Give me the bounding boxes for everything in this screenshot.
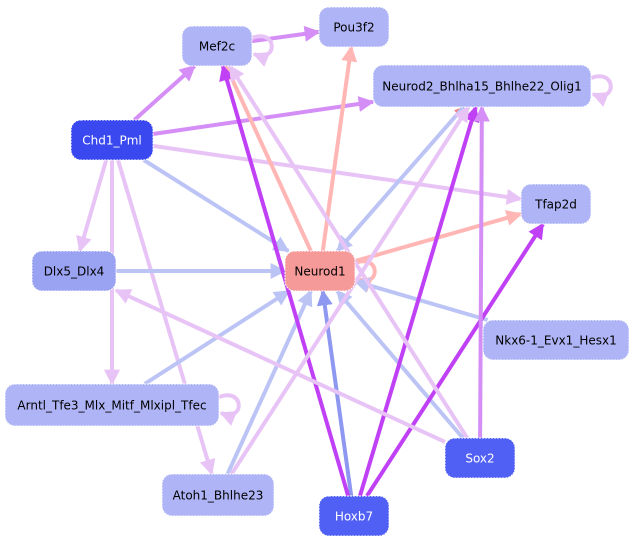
edge-mef2c-to-pou3f2 [251, 25, 321, 44]
node-box [161, 473, 275, 517]
edge-neurod1-to-mef2c [224, 64, 313, 252]
node-arntl[interactable]: Arntl_Tfe3_Mlx_Mitf_Mlxipl_Tfec [4, 383, 220, 427]
node-label: Neurod2_Bhlha15_Bhlhe22_Olig1 [382, 80, 581, 94]
node-label: Neurod1 [294, 265, 345, 279]
edge-sox2-to-dlx5 [114, 288, 446, 444]
node-neurod1[interactable]: Neurod1 [284, 250, 356, 292]
edge-chd1-to-dlx5 [76, 159, 109, 253]
node-label: Dlx5_Dlx4 [44, 265, 105, 279]
edge-chd1-to-tfap2d [152, 143, 523, 205]
node-box [284, 250, 356, 292]
node-label: Hoxb7 [335, 510, 373, 524]
node-label: Arntl_Tfe3_Mlx_Mitf_Mlxipl_Tfec [17, 399, 206, 413]
edge-chd1-to-neurod1 [142, 158, 290, 253]
node-box [31, 250, 117, 292]
node-sox2[interactable]: Sox2 [444, 437, 516, 479]
edge-chd1-to-mef2c [133, 64, 196, 122]
node-pou3f2[interactable]: Pou3f2 [318, 6, 390, 48]
node-mef2c[interactable]: Mef2c [181, 25, 253, 67]
edge-neurod2-to-neurod1 [336, 105, 466, 253]
node-nkx6[interactable]: Nkx6-1_Evx1_Hesx1 [482, 319, 630, 361]
edge-hoxb7-to-tfap2d [365, 222, 545, 498]
edge-arntl-to-arntl [218, 393, 241, 426]
nodes-layer: Mef2c Pou3f2Neurod2_Bhlha15_Bhlhe22_Olig1… [4, 6, 630, 537]
node-box [318, 495, 390, 537]
node-chd1[interactable]: Chd1_Pml [70, 119, 154, 161]
node-label: Sox2 [465, 452, 494, 466]
edge-neurod2-to-neurod2 [590, 74, 613, 107]
node-box [372, 64, 592, 108]
edge-hoxb7-to-neurod2 [358, 105, 480, 497]
node-box [520, 183, 592, 225]
node-label: Chd1_Pml [82, 134, 142, 148]
node-hoxb7[interactable]: Hoxb7 [318, 495, 390, 537]
node-label: Atoh1_Bhlhe23 [173, 489, 264, 503]
edge-chd1-to-atoh1 [116, 159, 216, 476]
node-atoh1[interactable]: Atoh1_Bhlhe23 [161, 473, 275, 517]
edge-nkx6-to-neurod1 [353, 277, 489, 322]
node-box [70, 119, 154, 161]
node-label: Mef2c [199, 40, 235, 54]
edge-sox2-to-neurod2 [473, 105, 490, 439]
node-label: Tfap2d [534, 198, 577, 212]
node-tfap2d[interactable]: Tfap2d [520, 183, 592, 225]
node-neurod2[interactable]: Neurod2_Bhlha15_Bhlhe22_Olig1 [372, 64, 592, 108]
edges-layer [76, 25, 613, 498]
node-label: Pou3f2 [333, 21, 374, 35]
edge-atoh1-to-neurod2 [229, 105, 471, 476]
node-box [444, 437, 516, 479]
node-box [181, 25, 253, 67]
node-box [4, 383, 220, 427]
node-dlx5[interactable]: Dlx5_Dlx4 [31, 250, 117, 292]
node-box [318, 6, 390, 48]
node-box [482, 319, 630, 361]
node-label: Nkx6-1_Evx1_Hesx1 [495, 334, 616, 348]
edge-mef2c-to-mef2c [251, 34, 274, 67]
